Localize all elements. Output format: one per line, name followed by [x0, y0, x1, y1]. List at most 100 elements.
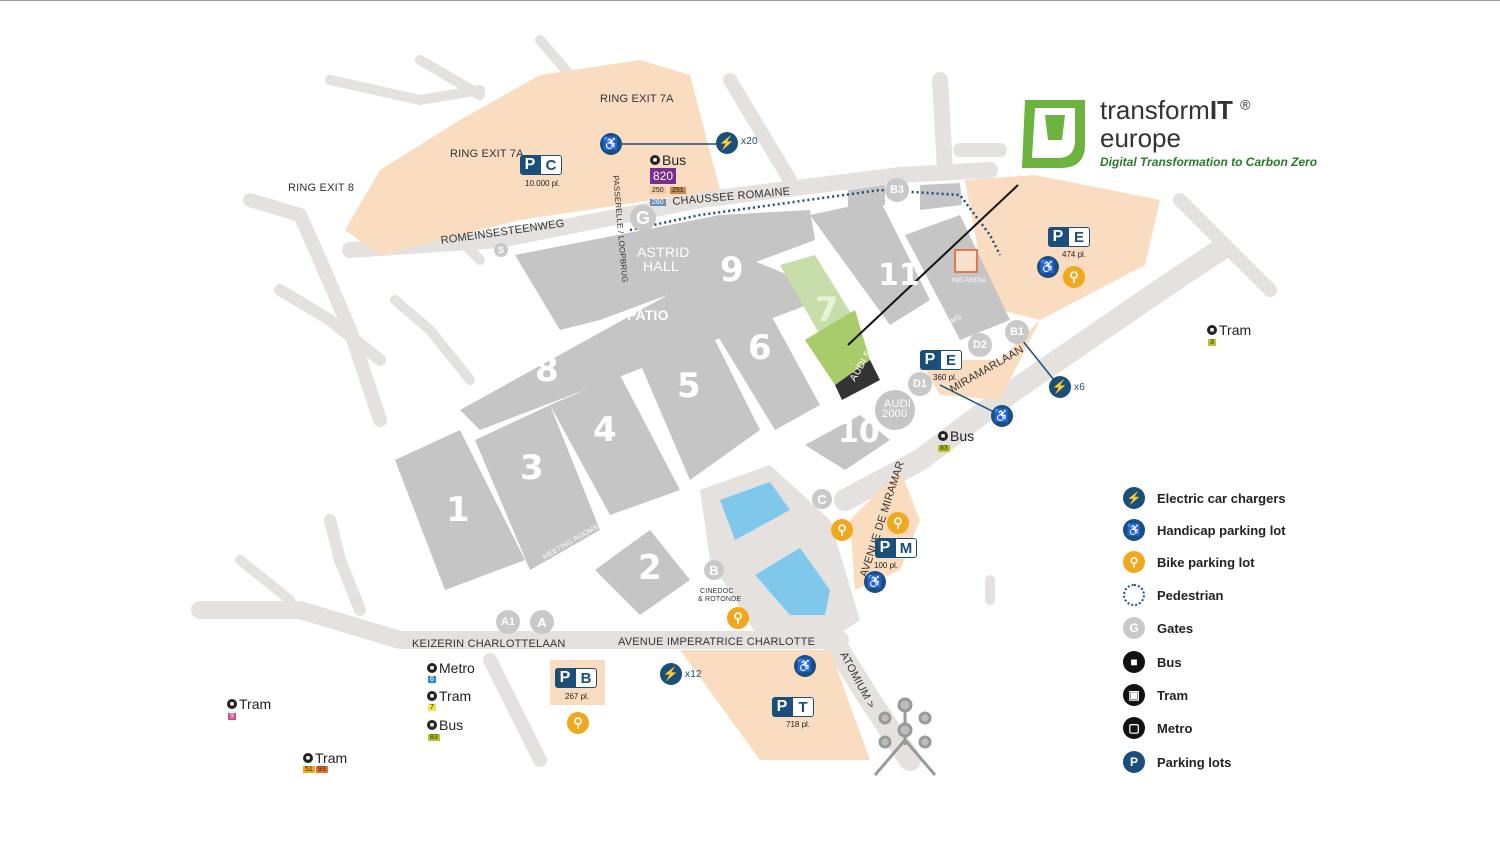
gate-a1: A1 — [496, 610, 520, 634]
bus-line-820: 820 — [650, 168, 677, 184]
hall-2-label: 2 — [638, 548, 662, 588]
road-ring-exit-8: RING EXIT 8 — [288, 182, 355, 194]
bus-icon: ■ — [650, 155, 660, 165]
parking-icon: P — [1048, 227, 1068, 247]
tram-line-51: 51 — [303, 766, 315, 773]
hall-7-label: 7 — [815, 290, 839, 330]
hall-7-upper — [780, 255, 855, 335]
wheelchair-icon: ♿ — [1123, 519, 1145, 541]
logo-subtitle: europe — [1100, 123, 1181, 153]
bus-stop-top: ■Bus — [650, 152, 686, 168]
parking-m-capacity: 100 pl. — [874, 561, 899, 570]
parking-t-badge[interactable]: P T — [772, 697, 814, 717]
legend-tram: ▣ Tram — [1123, 684, 1188, 706]
charger-count-x20: x20 — [741, 136, 758, 147]
logo-tagline: Digital Transformation to Carbon Zero — [1100, 155, 1318, 169]
hall-8-label: 8 — [535, 350, 559, 390]
pedestrian-icon — [1123, 584, 1145, 606]
bus-stop-mid: ■Bus — [938, 428, 974, 444]
legend-bus: ■ Bus — [1123, 651, 1182, 673]
parking-icon: P — [1123, 751, 1145, 773]
tram-stop-left: ■Tram — [227, 696, 271, 712]
bus-stop-low: ■Bus — [427, 717, 463, 733]
parking-b-letter: B — [575, 668, 597, 688]
top-border — [0, 0, 1500, 1]
bike-icon: ⚲ — [567, 712, 589, 734]
metro-stop: ■Metro — [427, 660, 475, 676]
parking-e-badge[interactable]: P E — [1048, 227, 1090, 247]
bus-icon: ■ — [1123, 651, 1145, 673]
bus-line-83-low: 83 — [428, 734, 440, 741]
bus-line-251: 251 — [670, 187, 686, 194]
parking-b-badge[interactable]: P B — [555, 668, 597, 688]
hall-5-label: 5 — [677, 366, 701, 406]
tram-icon: ■ — [227, 699, 237, 709]
wheelchair-icon: ♿ — [794, 655, 816, 677]
charger-icon: ⚡ — [660, 663, 682, 685]
tram-icon: ■ — [303, 753, 313, 763]
ing-arena-box — [954, 249, 978, 273]
parking-icon: P — [772, 697, 792, 717]
tram-line-7: 7 — [428, 704, 436, 711]
charger-icon: ⚡ — [1049, 376, 1071, 398]
bus-icon: ■ — [938, 431, 948, 441]
road-ring-exit-7a-top: RING EXIT 7A — [600, 93, 674, 105]
exhibition-halls — [395, 183, 1010, 615]
metro-line-6: 6 — [428, 676, 436, 683]
logo-title: transformIT ® — [1100, 95, 1251, 125]
legend-gates: G Gates — [1123, 617, 1193, 639]
tram-line-93: 93 — [316, 766, 328, 773]
parking-c-capacity: 10.000 pl. — [525, 179, 561, 188]
tram-line-3: 3 — [1208, 339, 1216, 346]
audi-2000-label-1: AUDI — [884, 398, 912, 410]
parking-e2-area — [920, 320, 1040, 400]
hall-7-audi-500 — [805, 310, 870, 385]
hall-10-label: 10 — [838, 415, 880, 450]
legend-metro: ▢ Metro — [1123, 717, 1192, 739]
gate-icon: G — [1123, 617, 1145, 639]
gate-b1: B1 — [1005, 320, 1029, 344]
cinedoc-label-1: CINEDOC — [700, 588, 734, 595]
hall-9-label: 9 — [720, 250, 744, 290]
legend-electric-car-chargers: ⚡ Electric car chargers — [1123, 487, 1286, 509]
parking-e2-badge[interactable]: P E — [920, 350, 962, 370]
road-avenue-imperatrice-charlotte: AVENUE IMPERATRICE CHARLOTTE — [618, 636, 816, 648]
bike-icon: ⚲ — [887, 512, 909, 534]
pool-large — [755, 548, 830, 615]
ing-arena-label: ING ARENA — [952, 278, 987, 284]
parking-c-letter: C — [540, 155, 562, 175]
hall-11-label: 11 — [878, 258, 920, 293]
parking-c-badge[interactable]: P C — [520, 155, 562, 175]
wheelchair-icon: ♿ — [991, 405, 1013, 427]
hall-4-label: 4 — [593, 410, 617, 450]
tram-stop-right: ■Tram — [1207, 322, 1251, 338]
tram-icon: ■ — [1207, 325, 1217, 335]
gate-b3: B3 — [885, 178, 909, 202]
parking-icon: P — [520, 155, 540, 175]
road-keizerin-charlottelaan: KEIZERIN CHARLOTTELAAN — [412, 638, 566, 650]
parking-m-area — [850, 470, 920, 590]
charger-count-x6: x6 — [1074, 382, 1085, 393]
parking-m-letter: M — [895, 538, 917, 558]
metro-icon: ▢ — [1123, 717, 1145, 739]
tram-icon: ▣ — [1123, 684, 1145, 706]
bike-icon: ⚲ — [1123, 551, 1145, 573]
legend-handicap-parking: ♿ Handicap parking lot — [1123, 519, 1286, 541]
parking-t-letter: T — [792, 697, 814, 717]
charger-count-x12: x12 — [685, 669, 702, 680]
parking-icon: P — [920, 350, 940, 370]
atomium — [873, 697, 937, 776]
parking-e2-letter: E — [940, 350, 962, 370]
parking-e2-capacity: 360 pl. — [933, 373, 958, 382]
parking-m-badge[interactable]: P M — [875, 538, 917, 558]
tram-line-9: 9 — [228, 713, 236, 720]
audi-2000-label-2: 2000 — [882, 408, 908, 420]
parking-e-area — [965, 175, 1160, 320]
metro-icon: ■ — [427, 663, 437, 673]
bus-line-260: 260 — [650, 199, 666, 206]
logo-leaf-icon — [1022, 100, 1085, 168]
gate-d2: D2 — [968, 333, 992, 357]
gate-s: S — [494, 243, 508, 257]
bus-line-250: 250 — [650, 187, 666, 194]
